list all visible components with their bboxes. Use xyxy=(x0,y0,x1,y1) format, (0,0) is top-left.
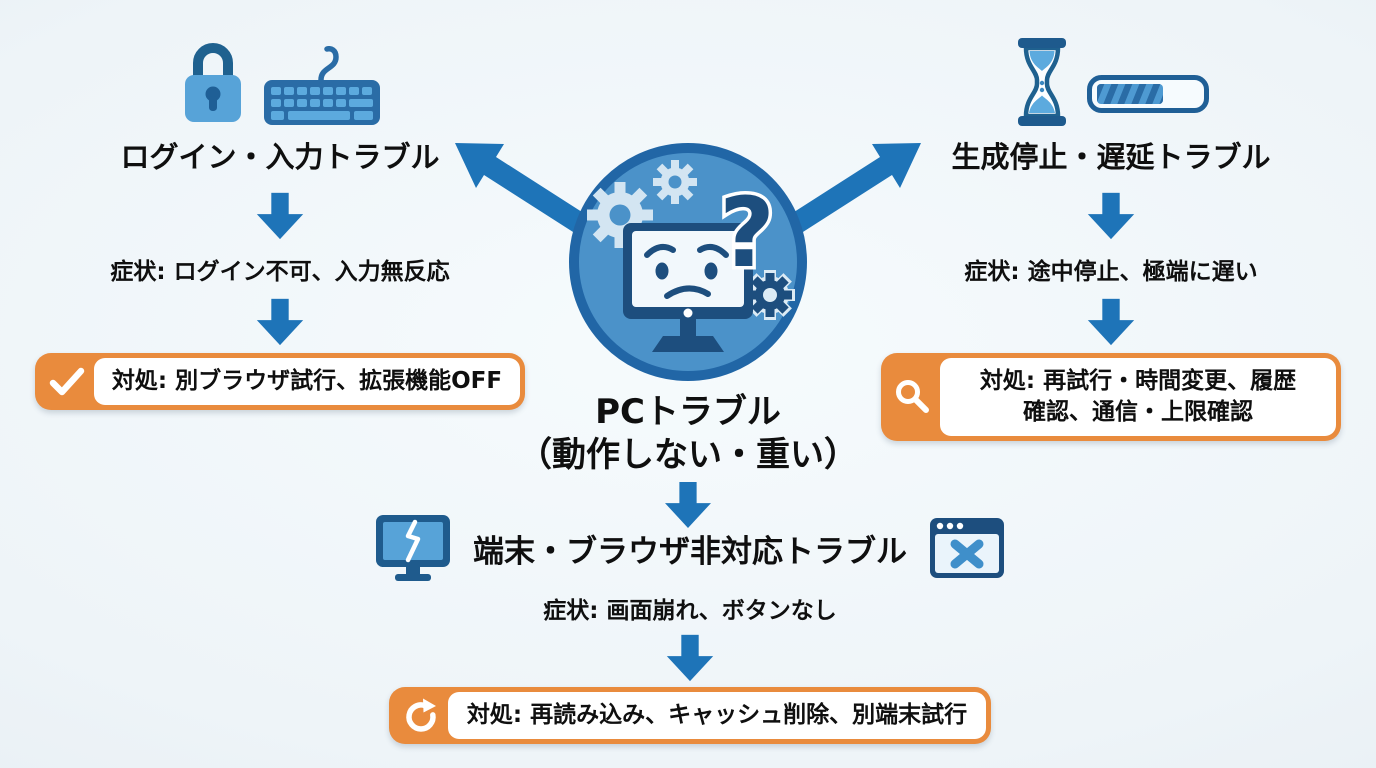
browser-error-icon xyxy=(930,518,1004,578)
down-arrow-icon xyxy=(1087,192,1135,240)
down-arrow-icon xyxy=(256,192,304,240)
center-title-line2: （動作しない・重い） xyxy=(518,435,858,475)
progress-bar-icon xyxy=(1087,75,1209,113)
confused-computer-icon: ? xyxy=(455,143,921,381)
lock-icon xyxy=(185,43,241,122)
center-title-line1: PCトラブル xyxy=(595,392,781,432)
magnifier-icon xyxy=(886,358,940,436)
sad-monitor-icon xyxy=(623,223,753,352)
broken-monitor-icon xyxy=(376,515,450,581)
branch-login-action: 対処: 別ブラウザ試行、拡張機能OFF xyxy=(94,358,520,405)
branch-device: 端末・ブラウザ非対応トラブル 症状: 画面崩れ、ボタンなし xyxy=(338,514,1042,744)
center-title: PCトラブル （動作しない・重い） xyxy=(438,391,938,477)
branch-generation-title: 生成停止・遅延トラブル xyxy=(951,140,1271,174)
refresh-icon xyxy=(394,692,448,739)
gear-icon xyxy=(745,270,795,320)
branch-generation: 生成停止・遅延トラブル 症状: 途中停止、極端に遅い 対処: 再試行・時間変更、… xyxy=(872,36,1350,441)
keyboard-icon xyxy=(264,46,380,125)
question-mark-icon: ? xyxy=(719,177,775,289)
branch-login-icons xyxy=(179,36,381,126)
branch-generation-action-box: 対処: 再試行・時間変更、履歴 確認、通信・上限確認 xyxy=(881,353,1341,441)
hourglass-icon xyxy=(1018,38,1066,126)
branch-device-title: 端末・ブラウザ非対応トラブル xyxy=(473,533,907,570)
down-arrow-icon xyxy=(665,482,711,528)
branch-login-action-box: 対処: 別ブラウザ試行、拡張機能OFF xyxy=(35,353,525,410)
branch-device-action: 対処: 再読み込み、キャッシュ削除、別端末試行 xyxy=(448,692,986,739)
branch-device-title-row: 端末・ブラウザ非対応トラブル xyxy=(375,514,1005,582)
gear-icon xyxy=(653,160,697,204)
down-arrow-icon xyxy=(256,298,304,346)
branch-generation-icons xyxy=(1013,36,1209,126)
branch-login-title: ログイン・入力トラブル xyxy=(120,140,440,174)
branch-generation-action: 対処: 再試行・時間変更、履歴 確認、通信・上限確認 xyxy=(940,358,1336,436)
down-arrow-icon xyxy=(666,634,714,682)
branch-device-action-box: 対処: 再読み込み、キャッシュ削除、別端末試行 xyxy=(389,687,991,744)
arrow-to-login-icon xyxy=(455,143,596,239)
arrow-to-generation-icon xyxy=(780,143,921,239)
down-arrow-icon xyxy=(1087,298,1135,346)
branch-generation-symptom: 症状: 途中停止、極端に遅い xyxy=(964,259,1258,285)
branch-device-symptom: 症状: 画面崩れ、ボタンなし xyxy=(543,598,837,624)
branch-login: ログイン・入力トラブル 症状: ログイン不可、入力無反応 対処: 別ブラウザ試行… xyxy=(20,36,540,410)
check-icon xyxy=(40,358,94,405)
branch-login-symptom: 症状: ログイン不可、入力無反応 xyxy=(110,259,450,285)
